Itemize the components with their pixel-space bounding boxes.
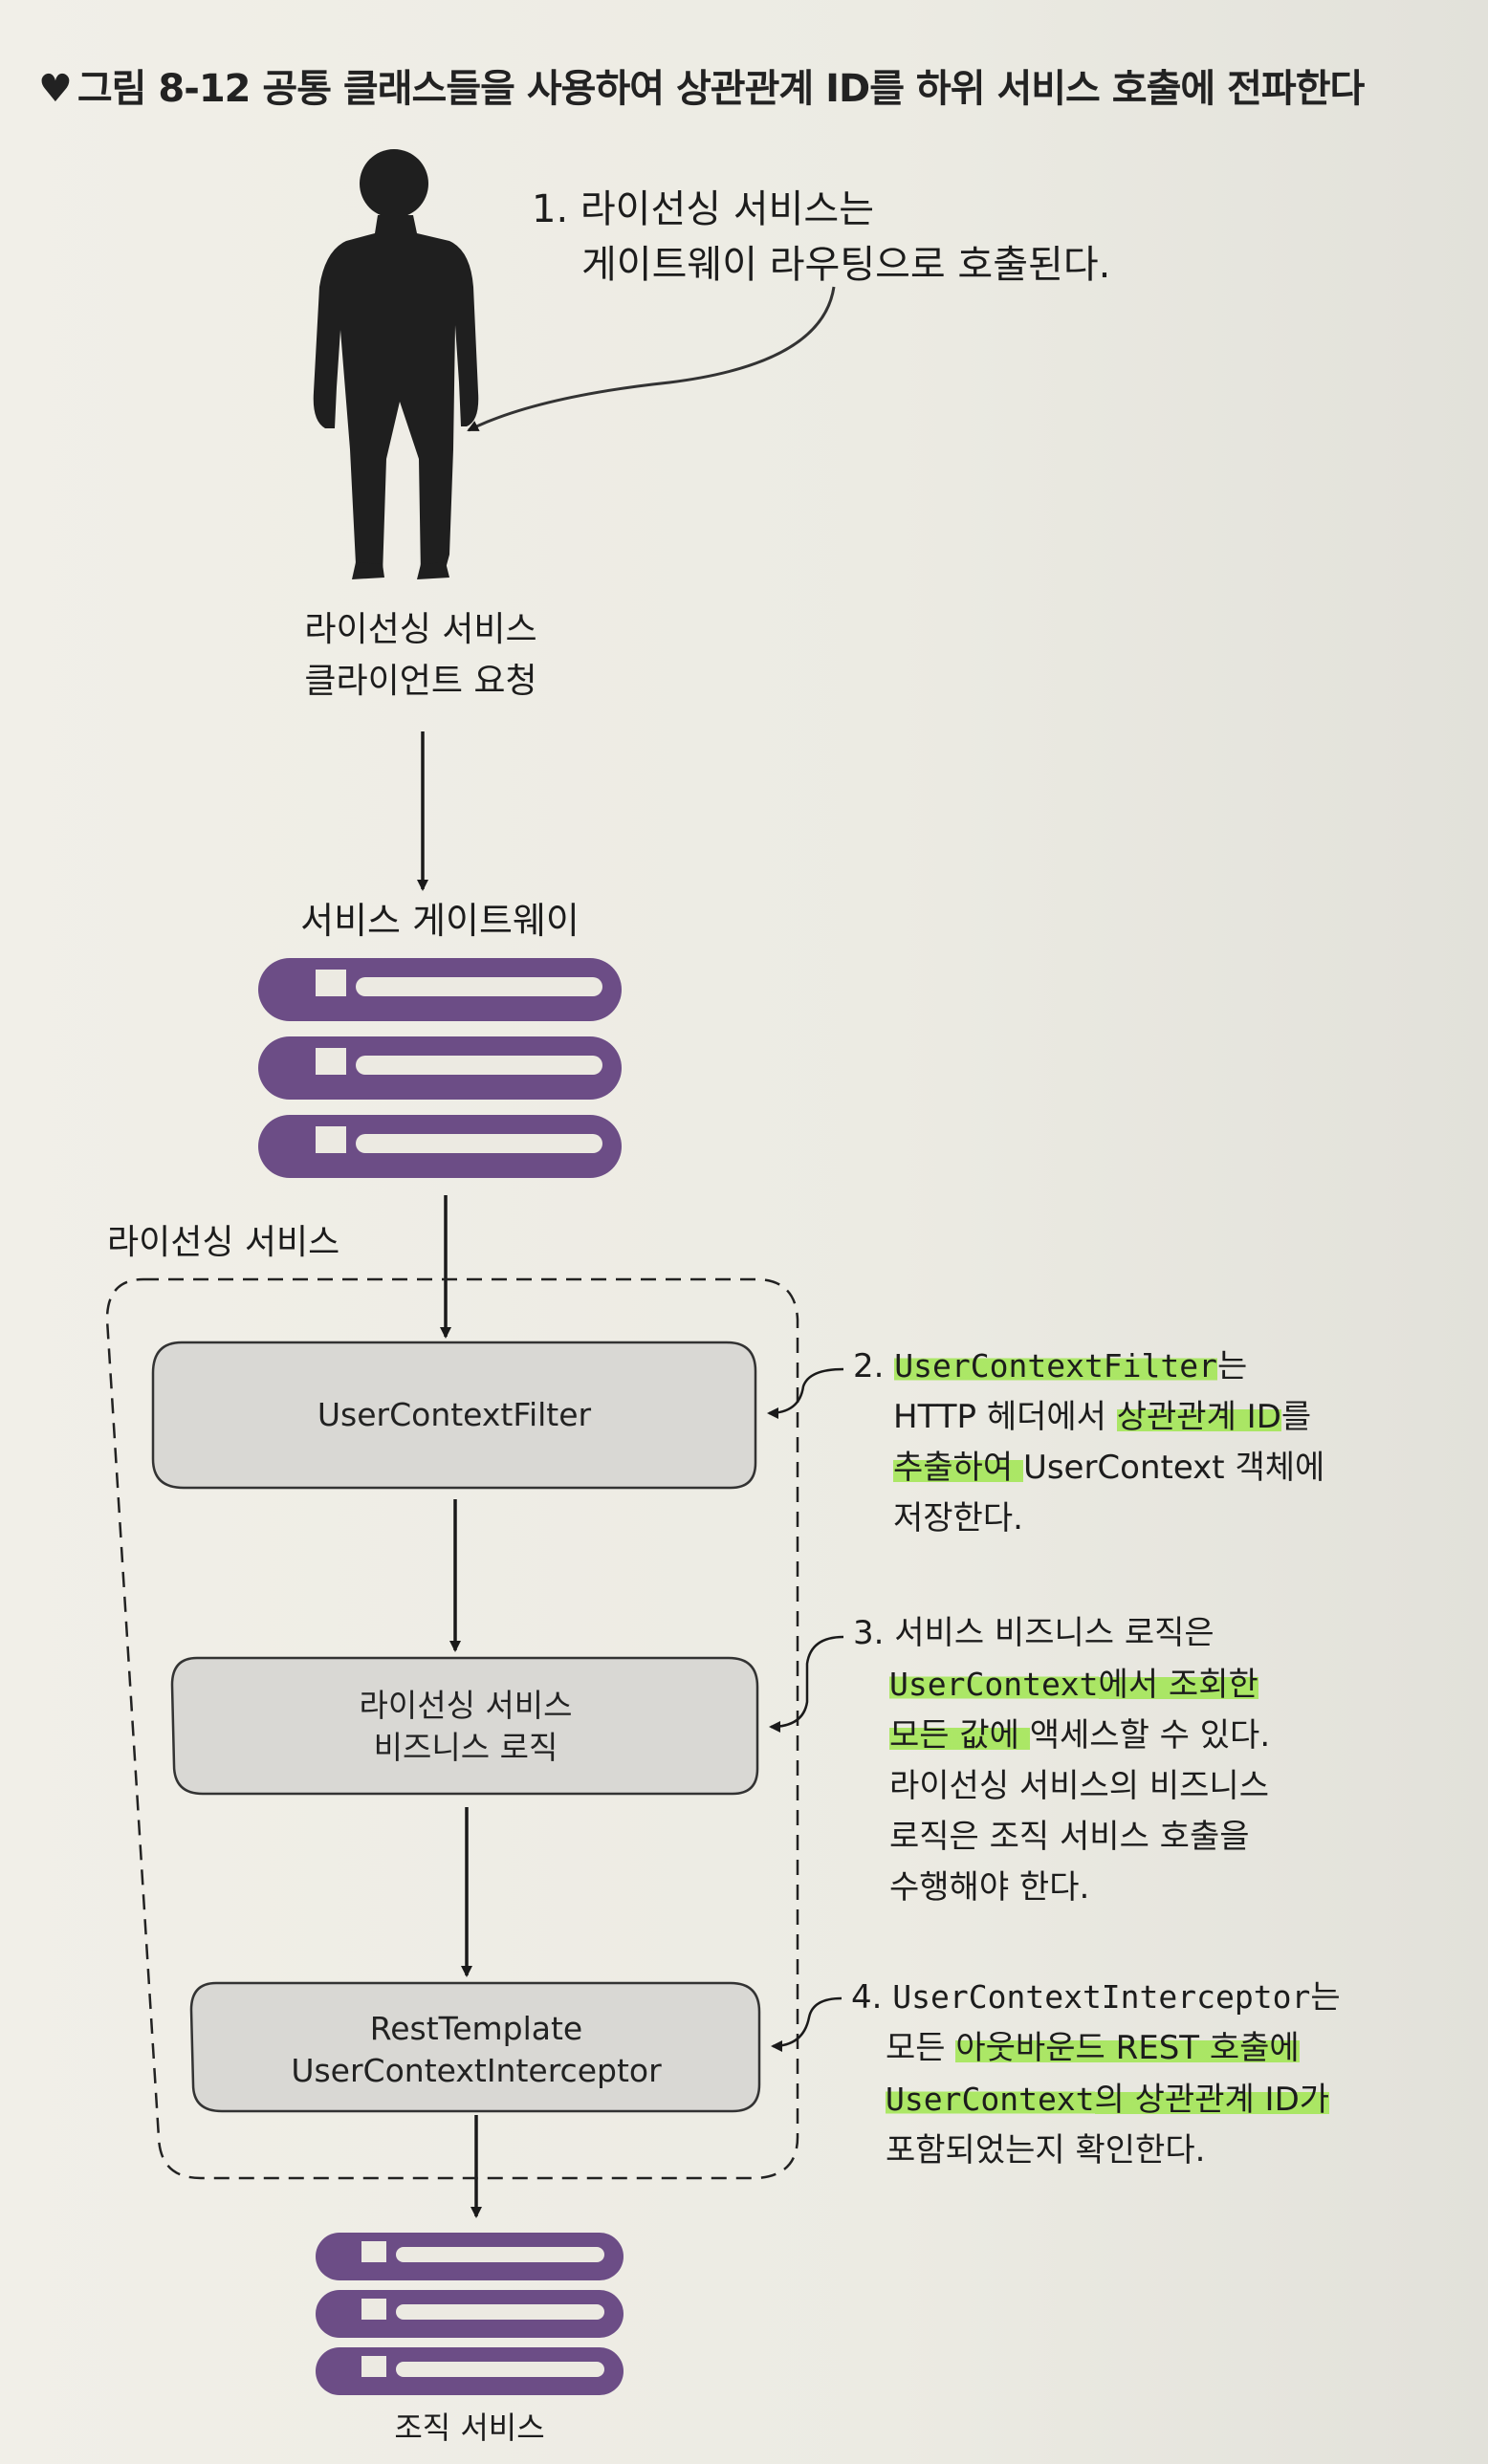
step3-line2a: UserContext [889,1666,1099,1703]
step1-note: 1. 라이선싱 서비스는 게이트웨이 라우팅으로 호출된다. [532,182,1110,293]
step3-line3b: 액세스할 수 있다. [1029,1716,1271,1755]
step3-line5: 로직은 조직 서비스 호출을 [889,1818,1250,1856]
client-line2: 클라이언트 요청 [304,662,537,701]
step2-code: UserContextFilter [894,1347,1218,1385]
filter-box-label: UserContextFilter [317,1396,592,1433]
step4-note: 4. UserContextInterceptor는 모든 아웃바운드 REST… [851,1972,1341,2176]
organization-service-label: 조직 서비스 [394,2409,545,2446]
step3-line6: 수행해야 한다. [889,1868,1090,1907]
step3-line4: 라이선싱 서비스의 비즈니스 [889,1767,1269,1805]
step2-note: 2. UserContextFilter는 HTTP 헤더에서 상관관계 ID를… [853,1341,1324,1544]
rest-line2: UserContextInterceptor [291,2052,662,2089]
step3-connector [769,1635,844,1733]
step1-line1: 1. 라이선싱 서비스는 [532,187,874,231]
logic-line2: 비즈니스 로직 [373,1729,558,1766]
step1-arrow [467,286,836,432]
step3-note: 3. 서비스 비즈니스 로직은 UserContext에서 조회한 모든 값에 … [853,1608,1270,1913]
logic-line1: 라이선싱 서비스 [359,1687,573,1724]
step2-line3a: 추출하여 [893,1449,1023,1487]
person-icon [313,149,479,579]
step2-line2c: 를 [1280,1398,1312,1436]
caption-text: 그림 8-12 공통 클래스들을 사용하여 상관관계 ID를 하위 서비스 호출… [77,67,1365,111]
step4-line2a: 모든 [886,2029,956,2067]
step4-connector [771,1996,842,2052]
licensing-service-group [105,1277,799,2180]
gateway-label: 서비스 게이트웨이 [300,900,580,942]
organization-server-icon [316,2233,624,2395]
step3-line3a: 모든 값에 [889,1716,1030,1755]
step4-num: 4. [851,1978,883,2017]
box-rest-template [189,1981,761,2113]
logic-box-label: 라이선싱 서비스 비즈니스 로직 [174,1685,757,1769]
client-line1: 라이선싱 서비스 [304,610,537,649]
step4-line4: 포함되었는지 확인한다. [886,2131,1206,2170]
step3-line2b: 에서 조회한 [1098,1666,1258,1704]
caption-symbol: ♥ [38,67,73,111]
step2-line3c: 객체에 [1224,1449,1325,1487]
rest-box-label: RestTemplate UserContextInterceptor [193,2008,759,2092]
box-user-context-filter [151,1341,757,1490]
step2-num: 2. [853,1347,885,1385]
step2-suffix: 는 [1217,1347,1248,1385]
step2-line2b: 상관관계 ID [1116,1398,1281,1436]
step4-line3b: 의 상관관계 ID가 [1094,2081,1330,2119]
step4-suffix: 는 [1310,1978,1341,2017]
step2-connector [767,1367,844,1419]
rest-line1: RestTemplate [369,2010,583,2047]
step2-line2a: HTTP 헤더에서 [893,1398,1117,1436]
gateway-server-icon [258,958,622,1178]
client-request-label: 라이선싱 서비스 클라이언트 요청 [268,604,574,708]
step4-line2b: 아웃바운드 REST 호출에 [955,2029,1300,2067]
step3-num: 3. [853,1614,885,1652]
box-business-logic [170,1656,759,1796]
step4-code: UserContextInterceptor [892,1978,1311,2016]
step3-line1: 서비스 비즈니스 로직은 [894,1614,1214,1652]
step2-line3b: UserContext [1022,1449,1225,1487]
step4-line3a: UserContext [886,2081,1095,2118]
step1-line2: 게이트웨이 라우팅으로 호출된다. [581,243,1111,287]
step2-line4: 저장한다. [893,1499,1023,1537]
group-label: 라이선싱 서비스 [107,1223,340,1262]
figure-caption: ♥그림 8-12 공통 클래스들을 사용하여 상관관계 ID를 하위 서비스 호… [38,57,1365,113]
